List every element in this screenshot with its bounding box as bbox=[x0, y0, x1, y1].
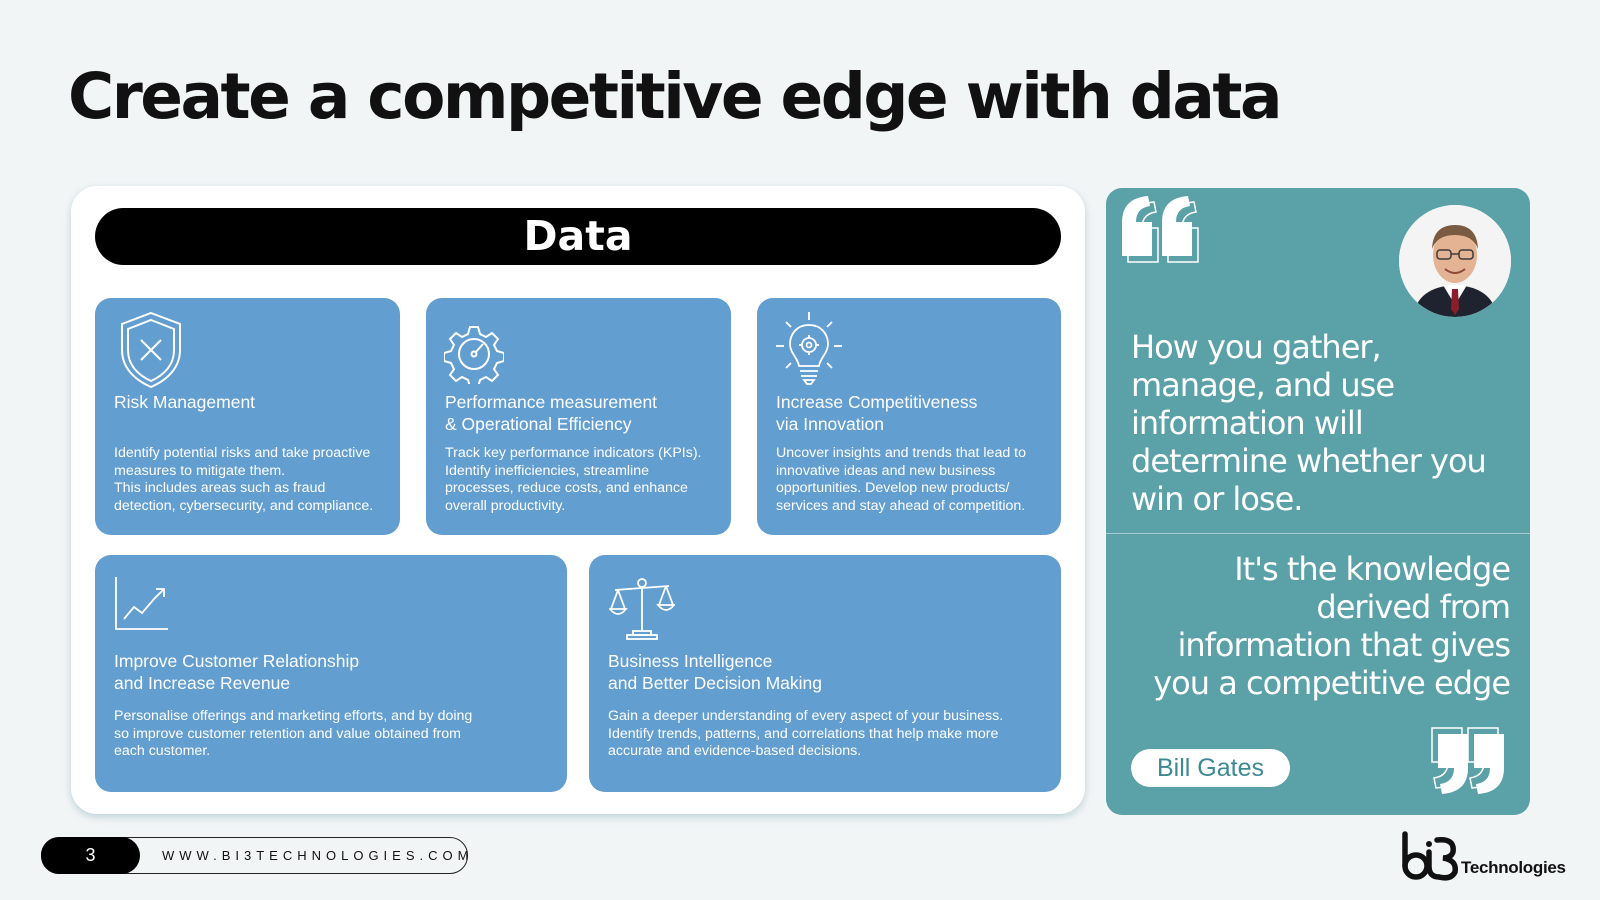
slide-title: Create a competitive edge with data bbox=[68, 60, 1283, 133]
open-quote-icon bbox=[1120, 194, 1200, 269]
card-description: Identify potential risks and take proact… bbox=[114, 445, 374, 514]
card-title: Improve Customer Relationship and Increa… bbox=[114, 651, 360, 693]
growth-chart-icon bbox=[114, 575, 170, 631]
card-title: Business Intelligence and Better Decisio… bbox=[608, 651, 822, 693]
close-quote-icon bbox=[1424, 726, 1504, 801]
quote-divider bbox=[1106, 533, 1530, 534]
bi3-logo-icon bbox=[1399, 830, 1461, 887]
card-description: Personalise offerings and marketing effo… bbox=[114, 708, 473, 759]
website-link[interactable]: WWW.BI3TECHNOLOGIES.COM bbox=[162, 848, 474, 863]
gear-gauge-icon bbox=[444, 324, 504, 384]
data-header: Data bbox=[95, 208, 1061, 265]
card-customer-relationship: Improve Customer Relationship and Increa… bbox=[95, 555, 567, 792]
logo-text: Technologies bbox=[1461, 858, 1566, 877]
shield-x-icon bbox=[117, 310, 185, 390]
card-performance-measurement: Performance measurement & Operational Ef… bbox=[426, 298, 731, 535]
card-description: Uncover insights and trends that lead to… bbox=[776, 445, 1027, 514]
quote-author-badge: Bill Gates bbox=[1131, 749, 1290, 787]
data-panel: Data Risk Management Identify potential … bbox=[71, 186, 1085, 814]
card-title: Risk Management bbox=[114, 392, 256, 412]
card-risk-management: Risk Management Identify potential risks… bbox=[95, 298, 400, 535]
quote-panel: How you gather, manage, and use informat… bbox=[1106, 188, 1530, 815]
card-title: Increase Competitiveness via Innovation bbox=[776, 392, 978, 434]
quote-text-part1: How you gather, manage, and use informat… bbox=[1131, 328, 1487, 518]
portrait-avatar bbox=[1399, 205, 1511, 317]
balance-scale-icon bbox=[609, 575, 675, 641]
card-title: Performance measurement & Operational Ef… bbox=[445, 392, 658, 434]
card-business-intelligence: Business Intelligence and Better Decisio… bbox=[589, 555, 1061, 792]
quote-text-part2: It's the knowledge derived from informat… bbox=[1153, 550, 1511, 702]
card-description: Track key performance indicators (KPIs).… bbox=[445, 445, 702, 514]
card-innovation: Increase Competitiveness via Innovation … bbox=[757, 298, 1061, 535]
page-number: 3 bbox=[41, 837, 140, 874]
card-description: Gain a deeper understanding of every asp… bbox=[608, 708, 1004, 759]
lightbulb-gear-icon bbox=[774, 310, 844, 390]
